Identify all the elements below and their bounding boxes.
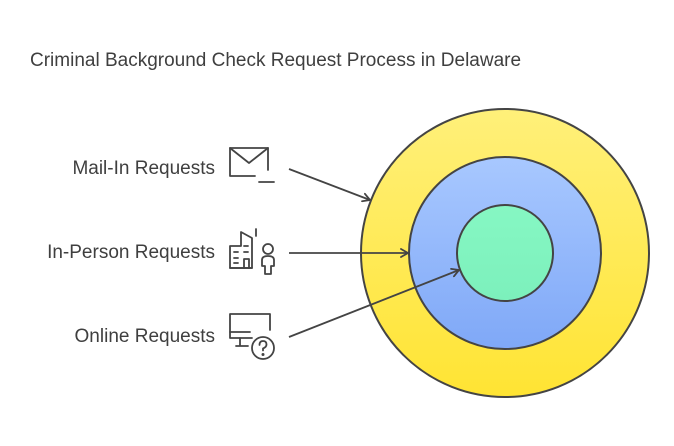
diagram-title: Criminal Background Check Request Proces… [30,50,522,71]
label-in-person-requests: In-Person Requests [47,242,215,263]
computer-question-icon [229,313,275,360]
envelope-icon [229,147,275,183]
arrow-online [288,267,460,338]
arrow-mail-in [288,168,371,203]
building-person-icon [229,228,275,275]
inner-ring [456,204,554,302]
label-online-requests: Online Requests [74,326,215,347]
label-mail-in-requests: Mail-In Requests [72,158,215,179]
